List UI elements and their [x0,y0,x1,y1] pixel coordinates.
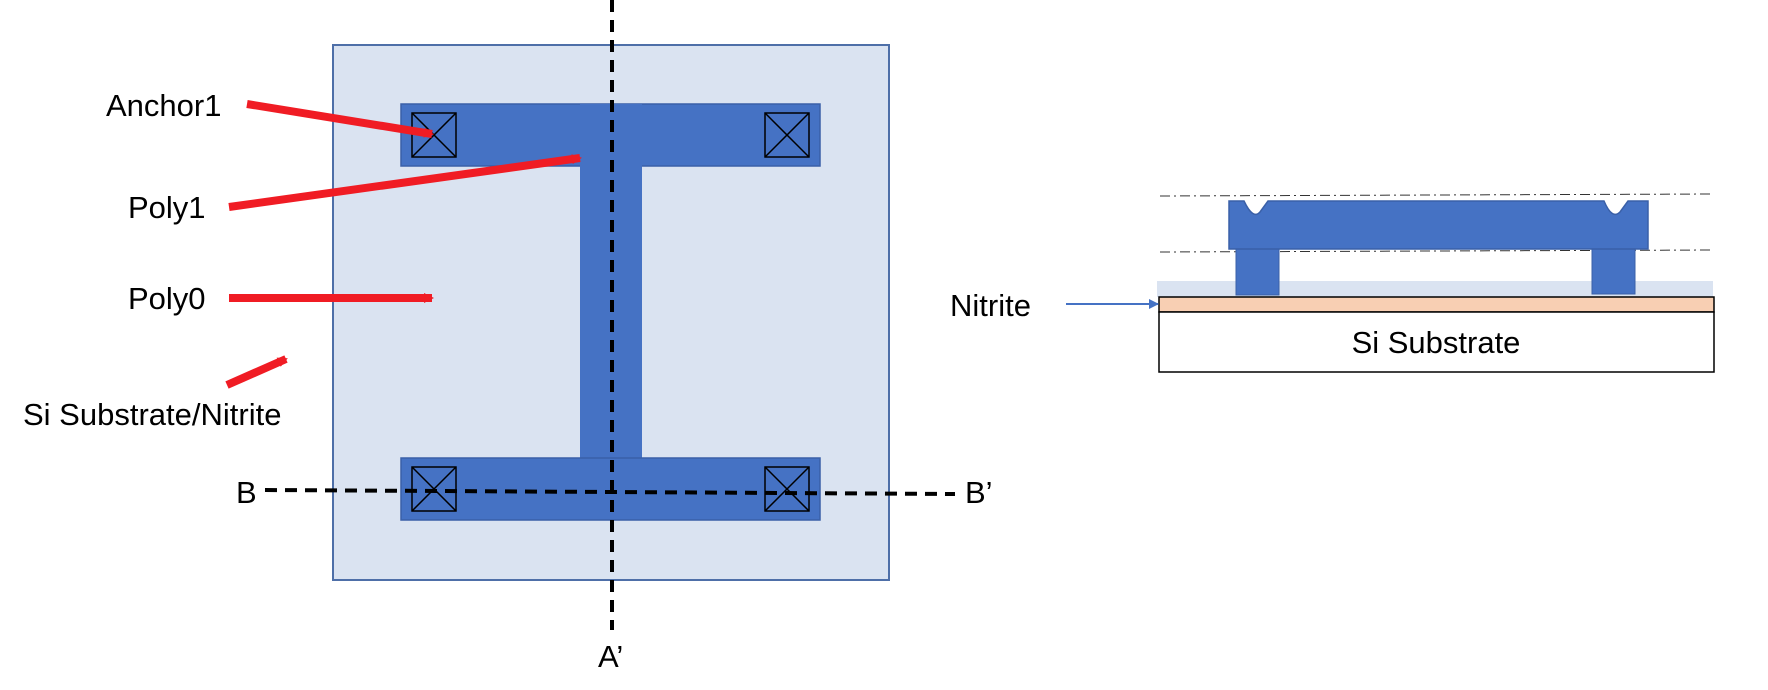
label-si-substrate-nitrite: Si Substrate/Nitrite [23,397,281,432]
label-nitrite: Nitrite [950,288,1031,323]
section-poly1-beam [1228,200,1649,250]
anchor-box-bottom-right [764,466,810,512]
section-anchor-post-left [1235,245,1280,296]
section-si-substrate [1158,311,1715,373]
reference-line-top [1159,193,1714,197]
arrow-si-substrate-nitrite [225,355,288,389]
cut-line-b-b-prime [264,488,956,496]
cross-section [1066,193,1715,373]
label-anchor1: Anchor1 [106,88,221,123]
arrow-anchor1 [246,100,434,138]
label-b-prime: B’ [965,475,993,510]
label-poly0: Poly0 [128,281,206,316]
anchor-box-top-right [764,112,810,158]
arrow-poly1 [228,154,582,211]
label-si-substrate: Si Substrate [1352,325,1521,360]
section-poly0-layer [1157,281,1713,297]
label-poly1: Poly1 [128,190,206,225]
section-anchor-post-right [1591,245,1636,295]
label-a-prime: A’ [598,639,623,674]
label-b: B [236,475,257,510]
section-nitrite-layer [1158,296,1715,313]
anchor-box-top-left [411,112,457,158]
